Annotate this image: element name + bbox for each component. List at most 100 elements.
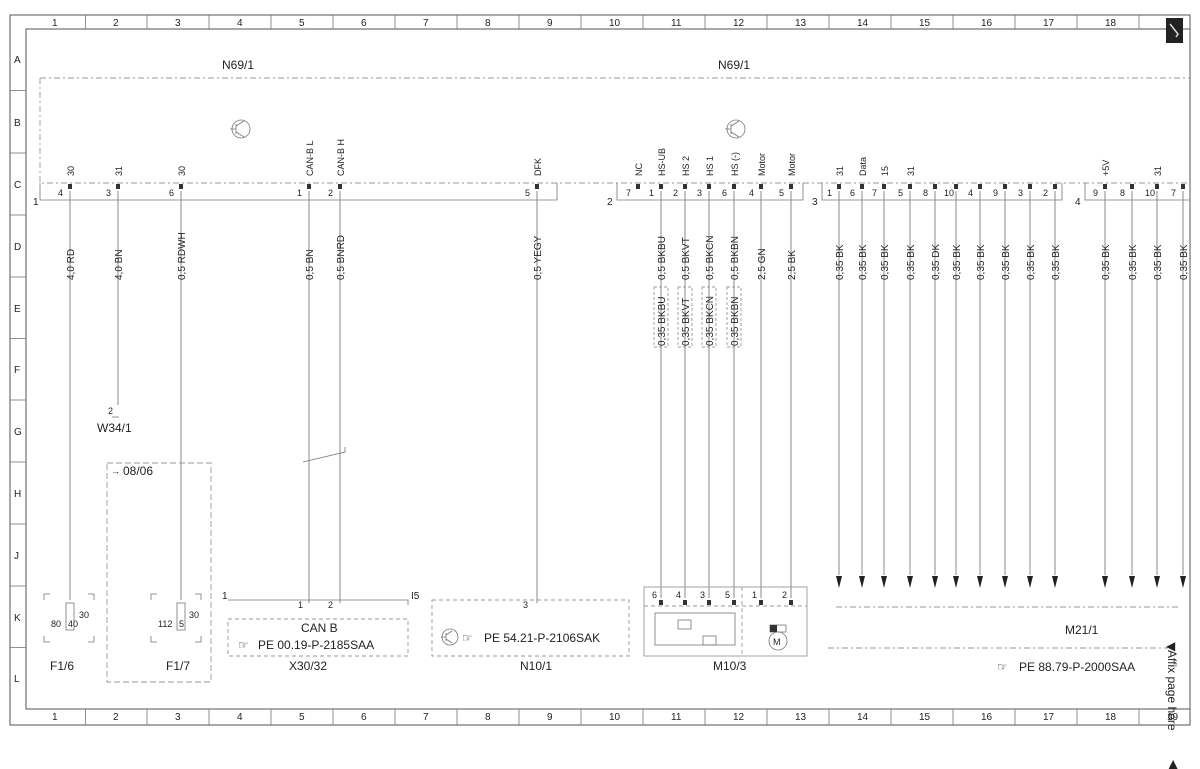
- connector-2-label: 2: [607, 197, 613, 208]
- pin-signal-label: HS 1: [705, 156, 715, 176]
- wire-label: 4,0 BN: [114, 249, 125, 280]
- m103-pin-number: 6: [652, 590, 657, 600]
- grid-col-label: 7: [423, 712, 429, 723]
- wire-label-secondary: 0,35 BKVT: [681, 298, 692, 346]
- m103-label: M10/3: [713, 659, 747, 673]
- grid-col-label: 10: [609, 18, 621, 29]
- n101-pin: 3: [523, 600, 528, 610]
- pin-terminal: [307, 184, 311, 189]
- grid-row-label: D: [14, 242, 21, 253]
- wire-label: 0,35 BK: [1001, 244, 1012, 280]
- pin-signal-label: HS 2: [681, 156, 691, 176]
- pin-signal-label: 30: [66, 166, 76, 176]
- pin-terminal: [659, 600, 663, 605]
- can-twist-mark: [302, 447, 346, 463]
- pin-terminal: [954, 184, 958, 189]
- f17-label: F1/7: [166, 659, 190, 673]
- wire-label: 0,5 BNRD: [336, 235, 347, 280]
- x3032-end: I5: [411, 591, 420, 602]
- connector-3-bar: [821, 183, 1063, 201]
- grid-col-label: 1: [52, 18, 58, 29]
- n69-label-left: N69/1: [222, 58, 254, 72]
- pin-number: 10: [944, 188, 954, 198]
- wire-sleeve: [726, 286, 742, 348]
- pin-signal-label: Data: [858, 157, 868, 176]
- m103-divider: [644, 587, 807, 656]
- transistor-icon: [441, 628, 459, 646]
- pin-terminal: [882, 184, 886, 189]
- pin-terminal: [837, 184, 841, 189]
- wire-label: 0,35 BK: [906, 244, 917, 280]
- arrow-down-icon: [932, 576, 938, 588]
- pin-terminal: [68, 184, 72, 189]
- pin-terminal: [732, 600, 736, 605]
- pin-terminal: [1181, 184, 1185, 189]
- arrow-down-icon: [1052, 576, 1058, 588]
- grid-row-label: C: [14, 180, 21, 191]
- pin-number: 3: [697, 188, 702, 198]
- arrow-down-icon: [1002, 576, 1008, 588]
- x3032-reference: PE 00.19-P-2185SAA: [258, 638, 374, 652]
- pin-number: 7: [626, 188, 631, 198]
- wire-label: 0,35 BK: [1128, 244, 1139, 280]
- transistor-icon: [725, 119, 746, 139]
- wire-label-secondary: 0,35 BKBN: [730, 297, 741, 346]
- pin-terminal: [789, 600, 793, 605]
- pin-terminal: [732, 184, 736, 189]
- grid-col-label: 7: [423, 18, 429, 29]
- f17-fuse-icon: [176, 602, 186, 631]
- connector-1-label: 1: [33, 197, 39, 208]
- wire-label: 0,5 BKVT: [681, 237, 692, 280]
- pin-number: 7: [872, 188, 877, 198]
- pin-terminal: [707, 184, 711, 189]
- wire-label: 0,35 BK: [880, 244, 891, 280]
- grid-row-label: K: [14, 613, 21, 624]
- pin-number: 8: [1120, 188, 1125, 198]
- pin-number: 2: [1043, 188, 1048, 198]
- m103-pin-number: 4: [676, 590, 681, 600]
- grid-row-label: G: [14, 427, 22, 438]
- transistor-icon: [230, 119, 251, 139]
- m103-pin-number: 5: [725, 590, 730, 600]
- grid-col-label: 13: [795, 712, 807, 723]
- pin-number: 4: [749, 188, 754, 198]
- n101-reference: PE 54.21-P-2106SAK: [484, 631, 600, 645]
- wire-label: 0,35 BK: [976, 244, 987, 280]
- f16-label: F1/6: [50, 659, 74, 673]
- pin-terminal: [789, 184, 793, 189]
- grid-col-label: 19: [1167, 712, 1179, 723]
- grid-col-label: 14: [857, 712, 869, 723]
- pin-terminal: [683, 600, 687, 605]
- pin-terminal: [908, 184, 912, 189]
- pin-number: 10: [1145, 188, 1155, 198]
- pin-number: 1: [827, 188, 832, 198]
- pin-number: 9: [993, 188, 998, 198]
- connector-4-label: 4: [1075, 197, 1081, 208]
- pin-number: 4: [58, 188, 63, 198]
- arrow-down-icon: [1102, 576, 1108, 588]
- x3032-pin-1: 1: [298, 600, 303, 610]
- hand-pointer-icon: ☞: [997, 660, 1008, 674]
- grid-col-label: 17: [1043, 18, 1055, 29]
- grid-row-label: A: [14, 55, 21, 66]
- n69-housing-side: [39, 78, 1190, 184]
- connector-2-bar: [616, 183, 804, 201]
- pin-signal-label: 31: [1153, 166, 1163, 176]
- grid-col-label: 4: [237, 712, 243, 723]
- pin-number: 1: [297, 188, 302, 198]
- hand-pointer-icon: ☞: [462, 631, 473, 645]
- pin-terminal: [860, 184, 864, 189]
- arrow-down-icon: [1180, 576, 1186, 588]
- pin-number: 7: [1171, 188, 1176, 198]
- pin-terminal: [1003, 184, 1007, 189]
- connector-1-bar: [39, 183, 558, 201]
- f17-num-b: 5: [179, 619, 184, 629]
- x3032-bar: [228, 599, 409, 605]
- grid-row-label: E: [14, 304, 21, 315]
- wire-sleeve: [701, 286, 717, 348]
- wire-label: 0,5 BKBU: [657, 236, 668, 280]
- n101-label: N10/1: [520, 659, 552, 673]
- grid-col-label: 11: [671, 712, 682, 723]
- pin-terminal: [116, 184, 120, 189]
